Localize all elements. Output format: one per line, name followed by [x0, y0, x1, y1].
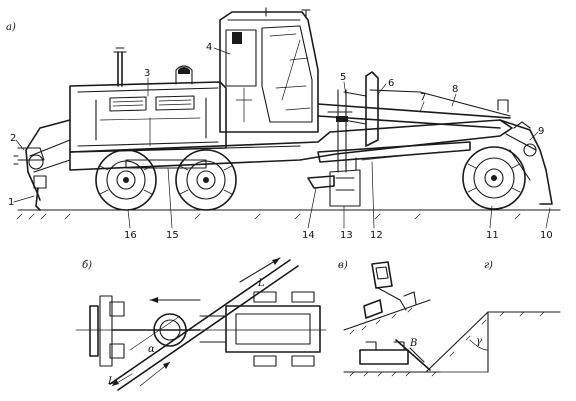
angle-label-gamma: γ	[476, 336, 482, 347]
callout-10: 10	[540, 230, 553, 241]
callout-12: 12	[370, 230, 383, 241]
grader-side-view: а)	[6, 7, 561, 241]
ground-line	[16, 209, 561, 220]
callout-9: 9	[538, 126, 544, 137]
plan-label-alpha: α	[148, 344, 155, 355]
callout-1: 1	[8, 197, 14, 208]
section-label-b: б)	[82, 260, 92, 271]
callout-15: 15	[166, 230, 179, 241]
scheme-label-B: B	[409, 338, 417, 349]
callout-7: 7	[420, 92, 426, 103]
tandem-beam	[125, 159, 207, 169]
grader-plan-view: б) L L α	[75, 257, 327, 391]
callout-5: 5	[340, 72, 346, 83]
front-frame	[497, 99, 553, 205]
callout-4: 4	[206, 42, 212, 53]
blade-moldboard	[307, 141, 471, 207]
rear-ripper	[13, 119, 71, 211]
rear-wheel-1	[95, 149, 157, 211]
plan-label-L-lower: L	[107, 376, 115, 387]
slope-scheme-g: г) γ	[425, 260, 561, 377]
callout-3: 3	[144, 68, 150, 79]
callout-6: 6	[388, 78, 394, 89]
front-wheel	[462, 146, 526, 210]
callout-2: 2	[10, 133, 16, 144]
lift-cylinder	[327, 71, 379, 173]
callout-13: 13	[340, 230, 353, 241]
callout-11: 11	[486, 230, 499, 241]
section-label-g: г)	[484, 260, 493, 271]
operator-cab	[219, 7, 319, 133]
main-frame	[69, 89, 513, 171]
callout-14: 14	[302, 230, 315, 241]
callout-16: 16	[124, 230, 137, 241]
plan-label-L: L	[257, 278, 265, 289]
section-label-a: а)	[6, 22, 16, 33]
section-label-v: в)	[338, 260, 348, 271]
callouts: 1 2 3 4 5 6 7 8 9 10 11 12 13 1	[8, 42, 553, 241]
engine-hood	[69, 47, 227, 153]
callout-8: 8	[452, 84, 458, 95]
slope-scheme-v: в) B	[338, 260, 441, 377]
rear-wheel-2	[175, 149, 237, 211]
